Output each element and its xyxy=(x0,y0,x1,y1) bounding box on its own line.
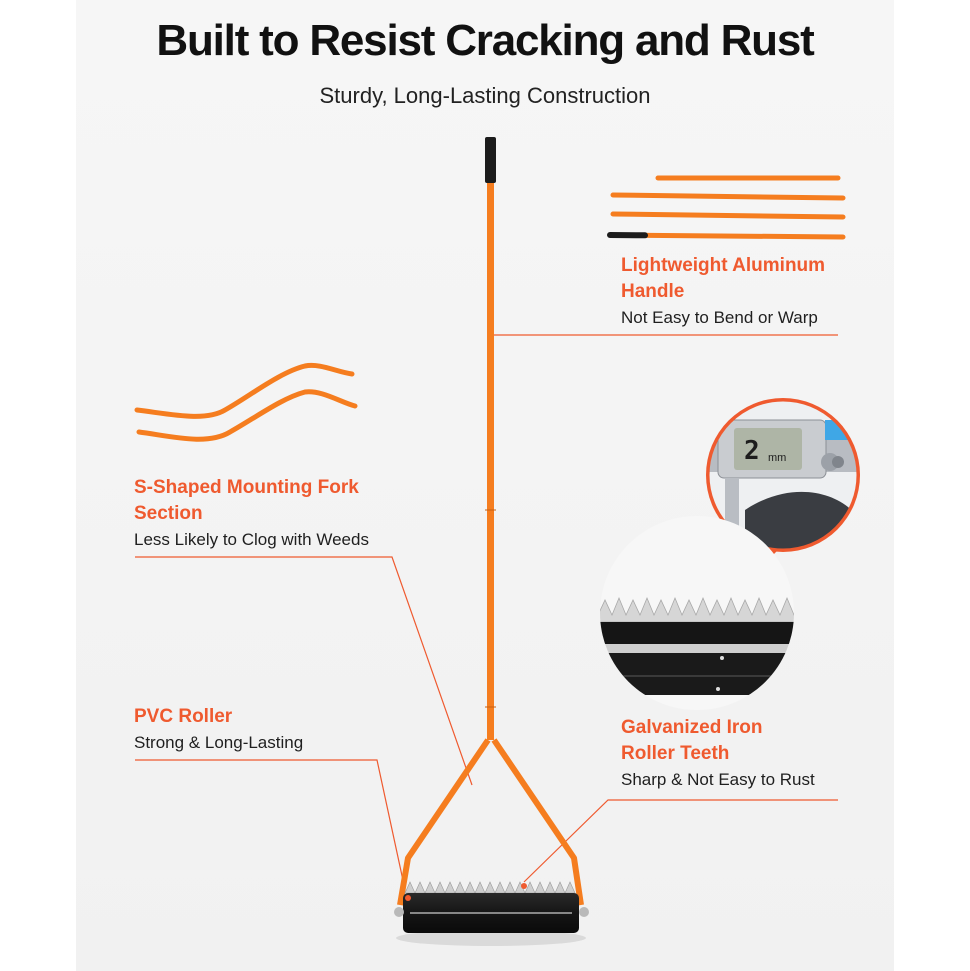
callout-teeth-desc: Sharp & Not Easy to Rust xyxy=(621,770,815,789)
teeth-closeup xyxy=(600,516,794,710)
page-title: Built to Resist Cracking and Rust xyxy=(156,16,814,65)
callout-handle-desc: Not Easy to Bend or Warp xyxy=(621,308,818,327)
callout-roller-desc: Strong & Long-Lasting xyxy=(134,733,304,752)
callout-teeth: Galvanized Iron Roller Teeth Sharp & Not… xyxy=(621,715,821,792)
callout-teeth-title: Galvanized Iron Roller Teeth xyxy=(621,717,763,764)
callout-handle: Lightweight Aluminum Handle Not Easy to … xyxy=(621,253,861,330)
caliper-reading: 2 xyxy=(744,436,760,466)
callout-roller-title: PVC Roller xyxy=(134,706,233,727)
callout-handle-title: Lightweight Aluminum Handle xyxy=(621,255,826,302)
roller-frame xyxy=(397,738,584,906)
handle-pieces-icon xyxy=(607,175,846,240)
s-fork-rods-icon xyxy=(134,362,358,442)
page-subtitle: Sturdy, Long-Lasting Construction xyxy=(319,83,651,108)
pvc-roller xyxy=(394,881,589,946)
callout-fork-desc: Less Likely to Clog with Weeds xyxy=(134,530,369,549)
callout-fork: S-Shaped Mounting Fork Section Less Like… xyxy=(134,475,374,552)
caliper-unit: mm xyxy=(768,452,786,464)
long-handle xyxy=(485,137,496,740)
callout-roller: PVC Roller Strong & Long-Lasting xyxy=(134,704,374,755)
callout-fork-title: S-Shaped Mounting Fork Section xyxy=(134,477,359,524)
